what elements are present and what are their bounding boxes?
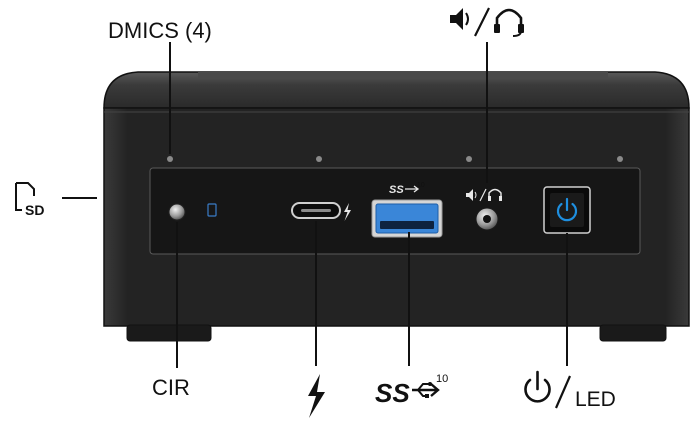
audio-jack[interactable] xyxy=(475,207,499,231)
sd-card-icon: SD xyxy=(15,182,44,218)
dmic-hole xyxy=(466,156,472,162)
chassis-top-strip xyxy=(198,72,608,78)
chassis-top-lid xyxy=(103,71,690,109)
thunderbolt-icon xyxy=(308,374,325,418)
dmic-hole xyxy=(167,156,173,162)
superspeed-usb-panel-icon: SS xyxy=(389,184,420,196)
thunderbolt-panel-icon xyxy=(344,203,351,221)
dmic-holes xyxy=(167,156,623,162)
dmic-hole xyxy=(316,156,322,162)
dmic-hole xyxy=(617,156,623,162)
ss-panel-text: SS xyxy=(389,184,404,196)
right-foot xyxy=(599,324,667,342)
speaker-headset-panel-icon xyxy=(466,188,502,202)
svg-text:SD: SD xyxy=(25,202,44,218)
power-icon xyxy=(524,370,572,409)
dmics-label: DMICS (4) xyxy=(108,18,212,43)
sd-card-slot[interactable] xyxy=(207,203,217,217)
usb-a-port[interactable] xyxy=(371,199,443,238)
thunderbolt-port[interactable] xyxy=(291,202,351,221)
power-button[interactable] xyxy=(543,186,591,234)
cir-label: CIR xyxy=(152,375,190,400)
usb-speed-panel-label: 10 xyxy=(417,182,425,189)
led-label: LED xyxy=(575,388,616,411)
usb-a-tongue-slot xyxy=(380,221,434,229)
speaker-headset-icon xyxy=(450,7,524,37)
left-foot xyxy=(126,324,212,342)
leader-lines xyxy=(62,42,568,368)
power-button-led-icon xyxy=(556,202,578,222)
superspeed-usb-10-icon: SS xyxy=(375,378,440,408)
usb-c-tongue xyxy=(301,209,331,212)
svg-text:SS: SS xyxy=(375,378,410,408)
cir-sensor xyxy=(168,203,186,221)
usb-speed-label: 10 xyxy=(436,373,449,385)
audio-jack-hole xyxy=(483,215,491,223)
